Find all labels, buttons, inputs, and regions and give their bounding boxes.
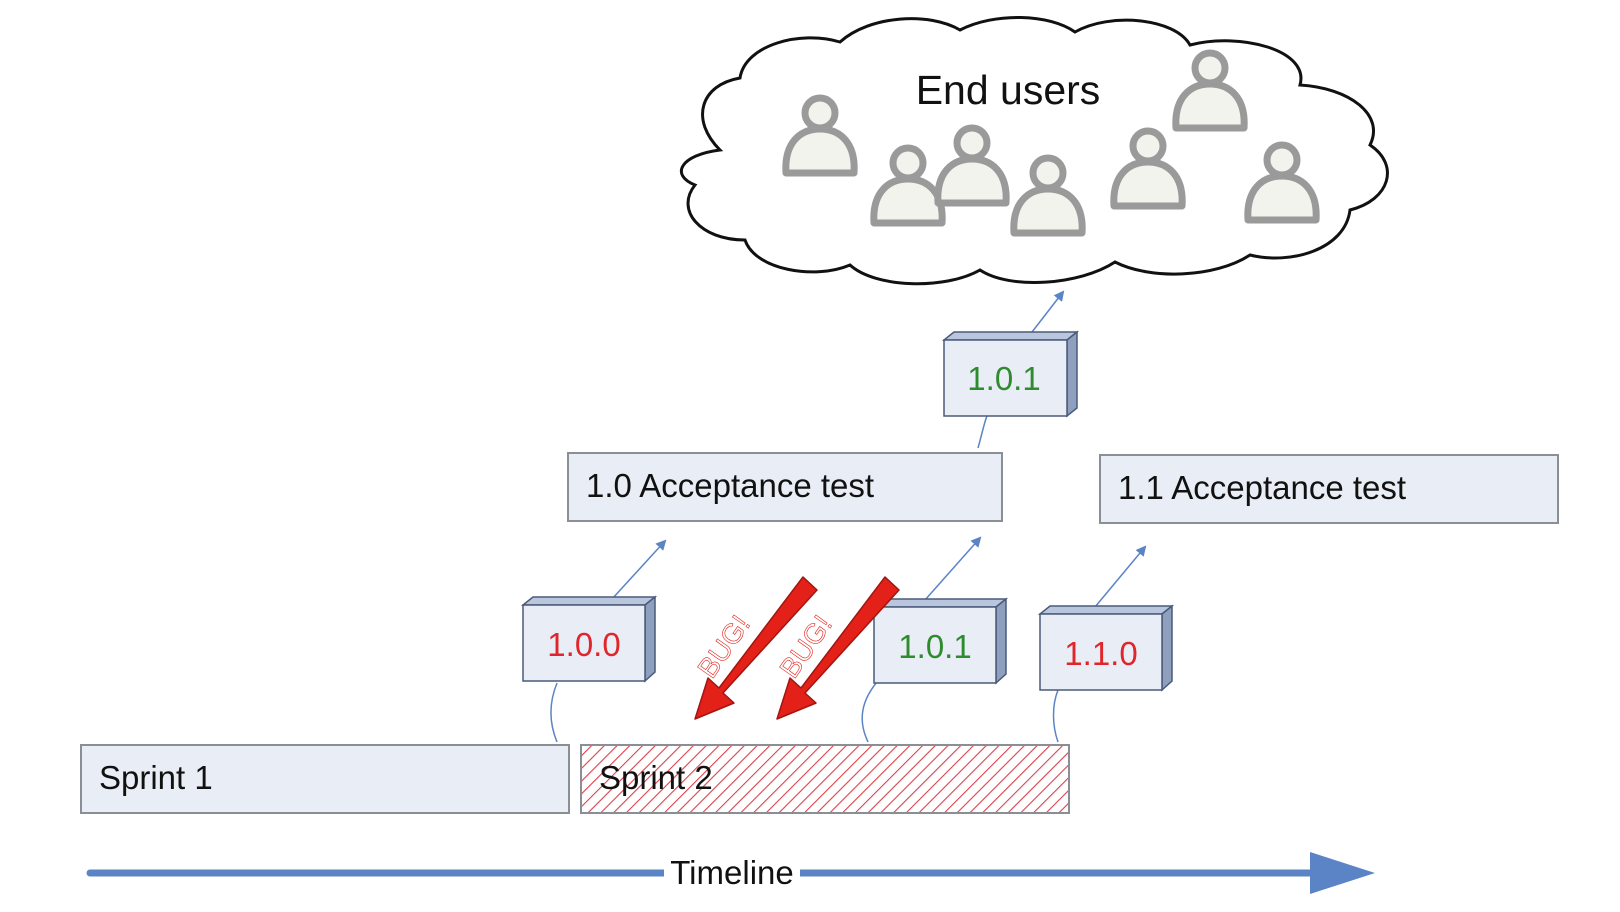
build-100-label: 1.0.0 <box>547 626 620 663</box>
build-box-101-release: 1.0.1 <box>941 330 1080 418</box>
flow-arrows <box>550 290 1147 743</box>
arrow-to-acceptance-10 <box>611 539 667 600</box>
arrow-to-acceptance-10-from-101 <box>924 536 982 601</box>
acceptance-test-11: 1.1 Acceptance test <box>1099 454 1559 524</box>
bug-label-1: BUG! <box>692 610 757 684</box>
build-box-110: 1.1.0 <box>1037 604 1175 692</box>
sprint-1: Sprint 1 <box>80 744 570 814</box>
build-box-100: 1.0.0 <box>520 595 658 683</box>
build-101-sprint-label: 1.0.1 <box>898 628 971 665</box>
arrow-to-cloud <box>1031 290 1065 333</box>
curve-to-release-101 <box>977 415 988 449</box>
sprint-2-label: Sprint 2 <box>599 759 713 796</box>
timeline-label: Timeline <box>670 854 793 891</box>
end-users-cloud: End users <box>679 16 1389 286</box>
timeline: Timeline <box>86 852 1375 894</box>
sprint-1-label: Sprint 1 <box>99 759 213 796</box>
acceptance-test-11-label: 1.1 Acceptance test <box>1118 469 1406 506</box>
build-box-101-sprint: 1.0.1 <box>871 597 1009 685</box>
acceptance-test-10-label: 1.0 Acceptance test <box>586 467 874 504</box>
cloud-title: End users <box>916 67 1101 113</box>
build-110-label: 1.1.0 <box>1064 635 1137 672</box>
arrow-to-acceptance-11 <box>1094 545 1147 608</box>
curve-sprint2-to-101 <box>861 681 878 743</box>
curve-sprint1-to-100 <box>550 682 558 743</box>
build-101-release-label: 1.0.1 <box>967 360 1040 397</box>
sprint-2: Sprint 2 <box>580 744 1070 814</box>
curve-sprint2-to-110 <box>1052 689 1059 743</box>
acceptance-test-10: 1.0 Acceptance test <box>567 452 1003 522</box>
